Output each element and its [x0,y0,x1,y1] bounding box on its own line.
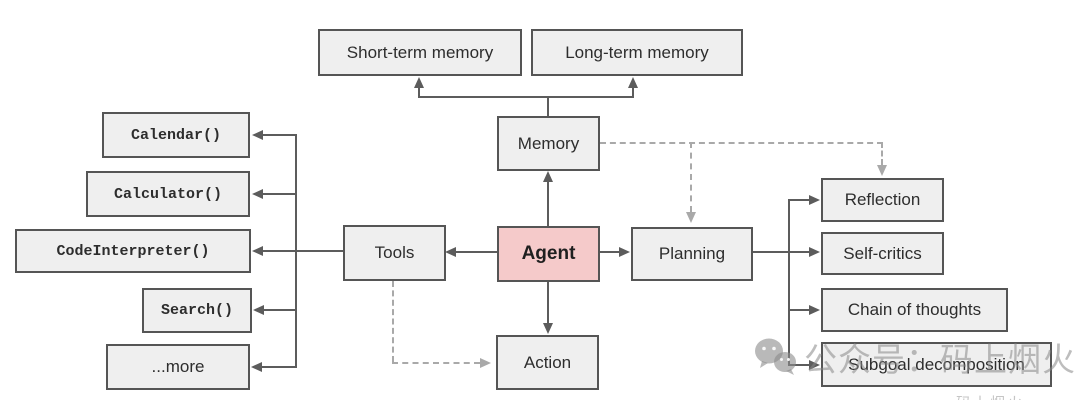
edge-memory-split [418,96,634,98]
node-memory: Memory [497,116,600,171]
arrowhead-right-action-dashed [480,358,491,368]
arrowhead-left-search [253,305,264,315]
edge-agent-action [547,282,549,324]
node-more: ...more [106,344,250,390]
edge-branch-chain [788,309,810,311]
arrowhead-up-longterm [628,77,638,88]
edge-branch-search [263,309,296,311]
edge-memory-planning-dashed [690,142,692,212]
arrowhead-down-reflection-dashed [877,165,887,176]
edge-branch-calendar [262,134,296,136]
node-self-critics: Self-critics [821,232,944,275]
node-search: Search() [142,288,252,333]
edge-tools-trunk [295,134,297,368]
arrowhead-right-chain [809,305,820,315]
node-calculator: Calculator() [86,171,250,217]
arrowhead-left-calendar [252,130,263,140]
edge-tools-action-dashed-h [392,362,480,364]
edge-branch-selfcritics [788,251,810,253]
edge-stub-shortterm [418,87,420,97]
node-tools: Tools [343,225,446,281]
edge-memory-reflection-dashed [881,142,883,165]
arrowhead-left-codeinterpreter [252,246,263,256]
edge-branch-subgoal [788,364,810,366]
edge-tools-codeinterpreter [262,250,343,252]
wechat-icon [755,338,796,375]
arrowhead-up-shortterm [414,77,424,88]
edge-planning-trunk [753,251,790,253]
edge-memory-dashed-horizontal [600,142,883,144]
arrowhead-up-memory [543,171,553,182]
arrowhead-left-more [251,362,262,372]
edge-branch-reflection [788,199,810,201]
node-long-term-memory: Long-term memory [531,29,743,76]
node-subgoal-decomposition: Subgoal decomposition [821,342,1052,387]
node-action: Action [496,335,599,390]
watermark-sliver-text: 码上烟火 [956,392,1024,400]
edge-agent-memory [547,181,549,226]
edge-tools-action-dashed-v [392,281,394,362]
arrowhead-right-selfcritics [809,247,820,257]
edge-branch-more [261,366,296,368]
arrowhead-left-tools [445,247,456,257]
edge-memory-stem [547,97,549,116]
arrowhead-down-planning-dashed [686,212,696,223]
node-code-interpreter: CodeInterpreter() [15,229,251,273]
node-calendar: Calendar() [102,112,250,158]
edge-agent-tools [456,251,497,253]
arrowhead-right-planning [619,247,630,257]
arrowhead-right-reflection [809,195,820,205]
arrowhead-right-subgoal [809,360,820,370]
node-reflection: Reflection [821,178,944,222]
edge-planning-fanout-trunk [788,199,790,366]
edge-stub-longterm [632,87,634,97]
arrowhead-down-action [543,323,553,334]
node-short-term-memory: Short-term memory [318,29,522,76]
arrowhead-left-calculator [252,189,263,199]
node-chain-of-thoughts: Chain of thoughts [821,288,1008,332]
node-planning: Planning [631,227,753,281]
edge-branch-calculator [262,193,296,195]
edge-agent-planning [600,251,620,253]
node-agent: Agent [497,226,600,282]
